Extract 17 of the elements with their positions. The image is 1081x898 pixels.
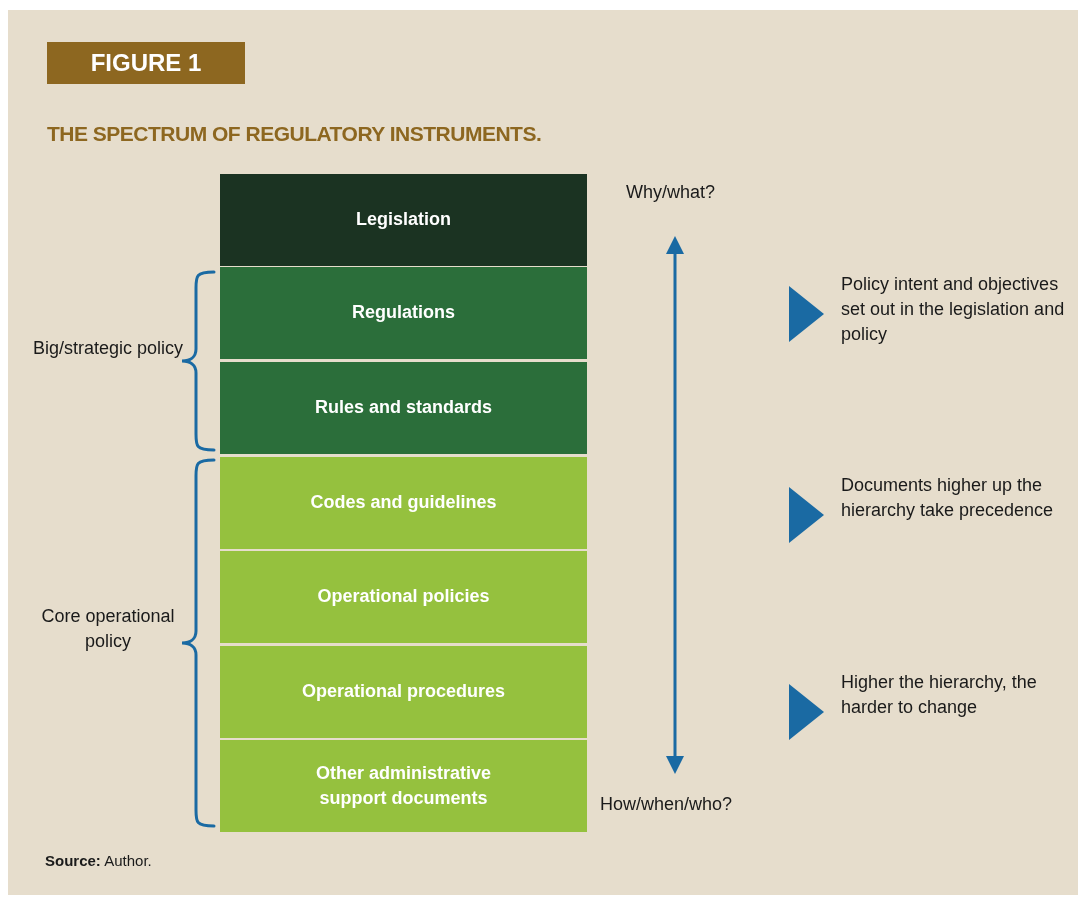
hierarchy-block: Operational procedures xyxy=(220,646,587,738)
note-text: Higher the hierarchy, the harder to change xyxy=(841,671,1038,720)
axis-label: How/when/who? xyxy=(600,793,734,816)
bracket-label: Big/strategic policy xyxy=(31,337,185,360)
hierarchy-block: Codes and guidelines xyxy=(220,457,587,549)
hierarchy-block: Rules and standards xyxy=(220,362,587,454)
note-text: Documents higher up the hierarchy take precedence xyxy=(841,474,1055,523)
figure-number: FIGURE 1 xyxy=(47,42,245,84)
source-note: Source: Author. xyxy=(45,852,152,869)
bracket-label: Core operational policy xyxy=(40,605,176,654)
axis-label: Why/what? xyxy=(626,181,717,204)
figure-title: THE SPECTRUM OF REGULATORY INSTRUMENTS. xyxy=(47,122,542,146)
hierarchy-block: Regulations xyxy=(220,267,587,359)
hierarchy-block: Other administrative support documents xyxy=(220,740,587,832)
hierarchy-block: Operational policies xyxy=(220,551,587,643)
hierarchy-block: Legislation xyxy=(220,174,587,266)
note-text: Policy intent and objectives set out in the legislation and policy xyxy=(841,273,1066,347)
